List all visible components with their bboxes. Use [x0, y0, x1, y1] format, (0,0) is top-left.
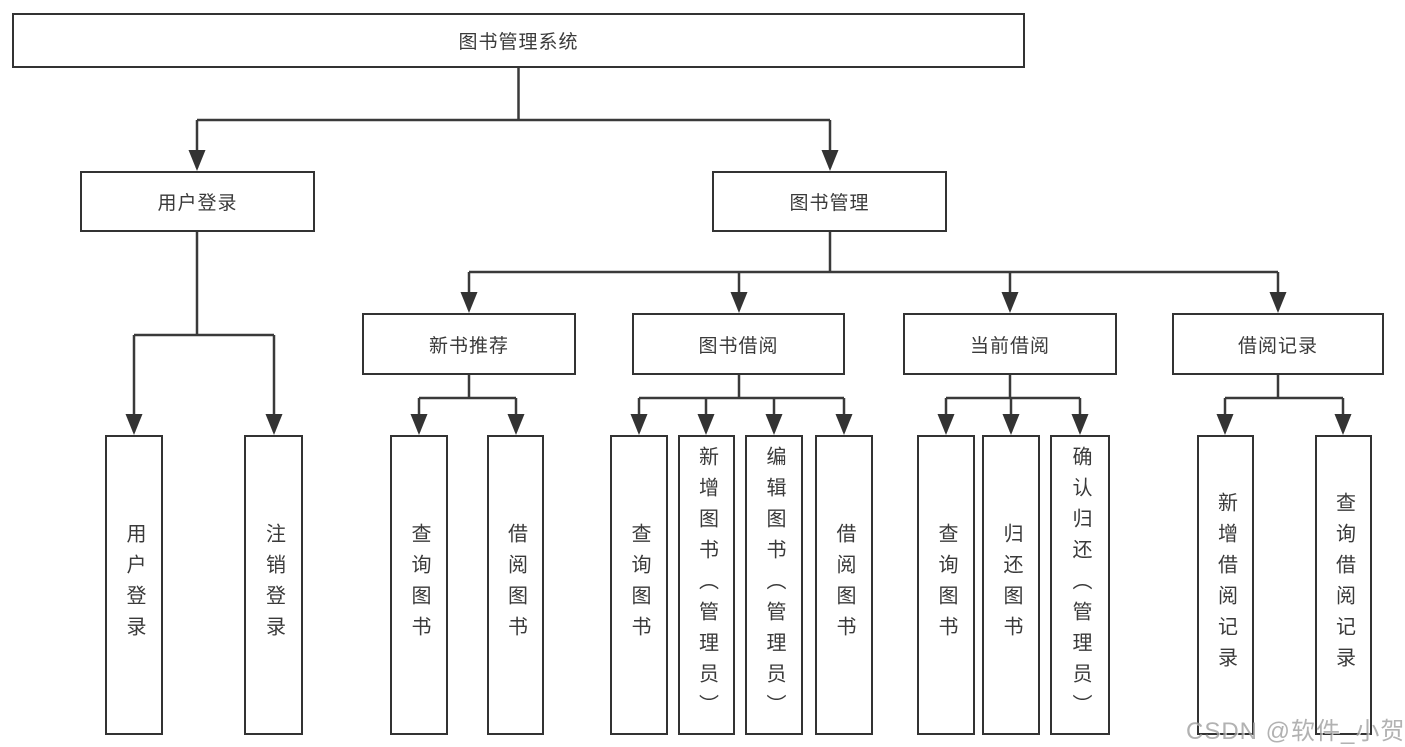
node-leaf-logout: 注销登录	[244, 435, 303, 735]
arrow-down-icon	[507, 414, 525, 435]
connector	[467, 232, 1280, 310]
node-library-management-system: 图书管理系统	[12, 13, 1025, 68]
arrow-down-icon	[697, 414, 715, 435]
arrow-down-icon	[765, 414, 783, 435]
node-leaf-query-books: 查询图书	[390, 435, 448, 735]
arrow-down-icon	[410, 414, 428, 435]
node-leaf-query-books: 查询图书	[917, 435, 975, 735]
node-leaf-query-borrow-record: 查询借阅记录	[1315, 435, 1372, 735]
arrow-down-icon	[937, 414, 955, 435]
arrow-down-icon	[1071, 414, 1089, 435]
node-leaf-return-books: 归还图书	[982, 435, 1040, 735]
connector	[417, 375, 518, 432]
node-book-borrowing: 图书借阅	[632, 313, 845, 375]
connector	[132, 232, 276, 432]
csdn-watermark: CSDN @软件_小贺同学	[1186, 718, 1405, 745]
arrow-down-icon	[630, 414, 648, 435]
arrow-down-icon	[835, 414, 853, 435]
node-book-management: 图书管理	[712, 171, 947, 232]
arrow-down-icon	[821, 150, 839, 171]
node-leaf-add-books-admin: 新增图书（管理员）	[678, 435, 735, 735]
node-leaf-add-borrow-record: 新增借阅记录	[1197, 435, 1254, 735]
connector-lines	[132, 68, 1345, 432]
node-borrowing-records: 借阅记录	[1172, 313, 1384, 375]
arrow-down-icon	[1269, 292, 1287, 313]
arrow-down-icon	[125, 414, 143, 435]
connector	[1223, 375, 1345, 432]
arrow-down-icon	[188, 150, 206, 171]
node-leaf-query-books: 查询图书	[610, 435, 668, 735]
arrow-down-icon	[265, 414, 283, 435]
node-leaf-borrow-books: 借阅图书	[815, 435, 873, 735]
node-current-borrowing: 当前借阅	[903, 313, 1117, 375]
node-leaf-user-login: 用户登录	[105, 435, 163, 735]
node-user-login: 用户登录	[80, 171, 315, 232]
arrow-down-icon	[730, 292, 748, 313]
node-new-book-recommendation: 新书推荐	[362, 313, 576, 375]
node-leaf-confirm-return-admin: 确认归还（管理员）	[1050, 435, 1110, 735]
arrow-down-icon	[1002, 414, 1020, 435]
arrow-down-icon	[1334, 414, 1352, 435]
connector	[195, 68, 832, 168]
node-leaf-borrow-books: 借阅图书	[487, 435, 544, 735]
node-leaf-edit-books-admin: 编辑图书（管理员）	[745, 435, 803, 735]
arrow-down-icon	[460, 292, 478, 313]
arrowheads	[125, 150, 1352, 435]
arrow-down-icon	[1001, 292, 1019, 313]
arrow-down-icon	[1216, 414, 1234, 435]
connector	[637, 375, 846, 432]
